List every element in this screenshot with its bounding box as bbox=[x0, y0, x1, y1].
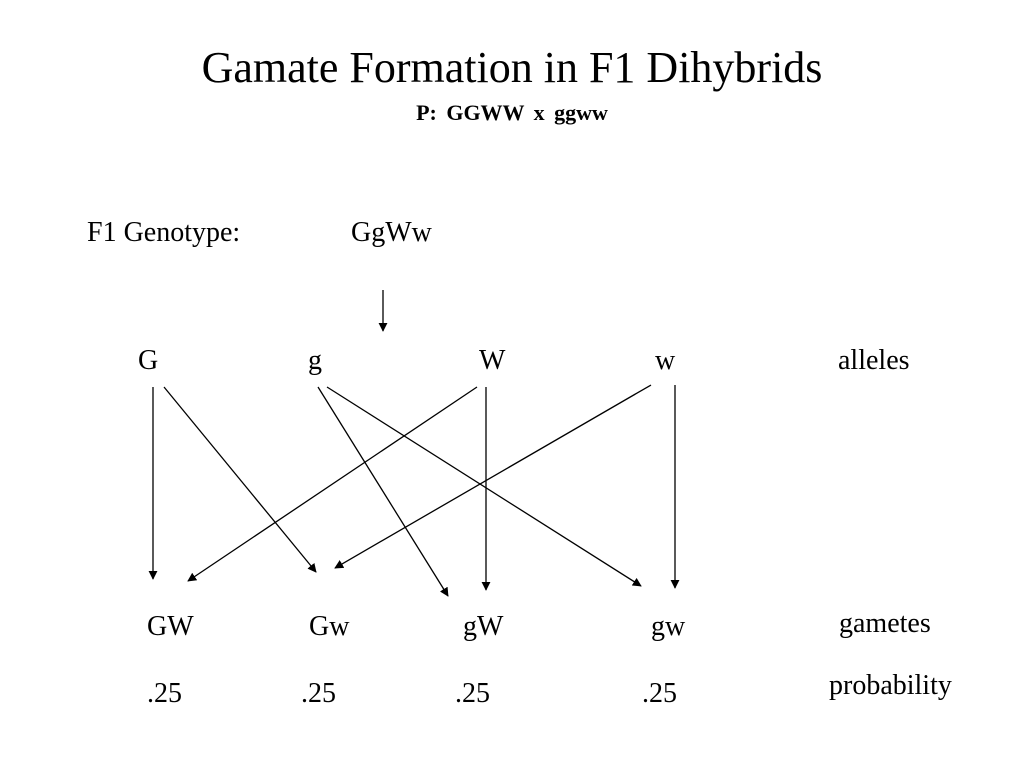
arrow-g-to-gW bbox=[317, 386, 449, 597]
allele-g: g bbox=[308, 345, 322, 376]
allele-G: G bbox=[138, 345, 159, 376]
probability-gW: .25 bbox=[455, 678, 490, 709]
gametes-row-label: gametes bbox=[839, 608, 931, 639]
probability-row-label: probability bbox=[829, 670, 952, 701]
parental-cross: P: GGWW x ggww bbox=[416, 100, 608, 125]
gamete-Gw: Gw bbox=[309, 611, 350, 642]
gamete-gW: gW bbox=[463, 611, 504, 642]
arrow-G-to-Gw bbox=[163, 386, 317, 573]
probability-gw: .25 bbox=[642, 678, 677, 709]
allele-w: w bbox=[655, 345, 676, 376]
probability-Gw: .25 bbox=[301, 678, 336, 709]
arrow-g-to-gw bbox=[326, 386, 642, 587]
alleles-row-label: alleles bbox=[838, 345, 910, 376]
genotype-value: GgWw bbox=[351, 217, 432, 248]
genotype-label: F1 Genotype: bbox=[87, 217, 241, 248]
slide-title: Gamate Formation in F1 Dihybrids bbox=[201, 43, 823, 92]
gamete-GW: GW bbox=[147, 611, 194, 642]
arrow-w-to-Gw bbox=[334, 384, 652, 569]
allele-W: W bbox=[479, 345, 506, 376]
probability-GW: .25 bbox=[147, 678, 182, 709]
arrow-W-to-GW bbox=[187, 386, 478, 582]
gamete-gw: gw bbox=[651, 611, 686, 642]
